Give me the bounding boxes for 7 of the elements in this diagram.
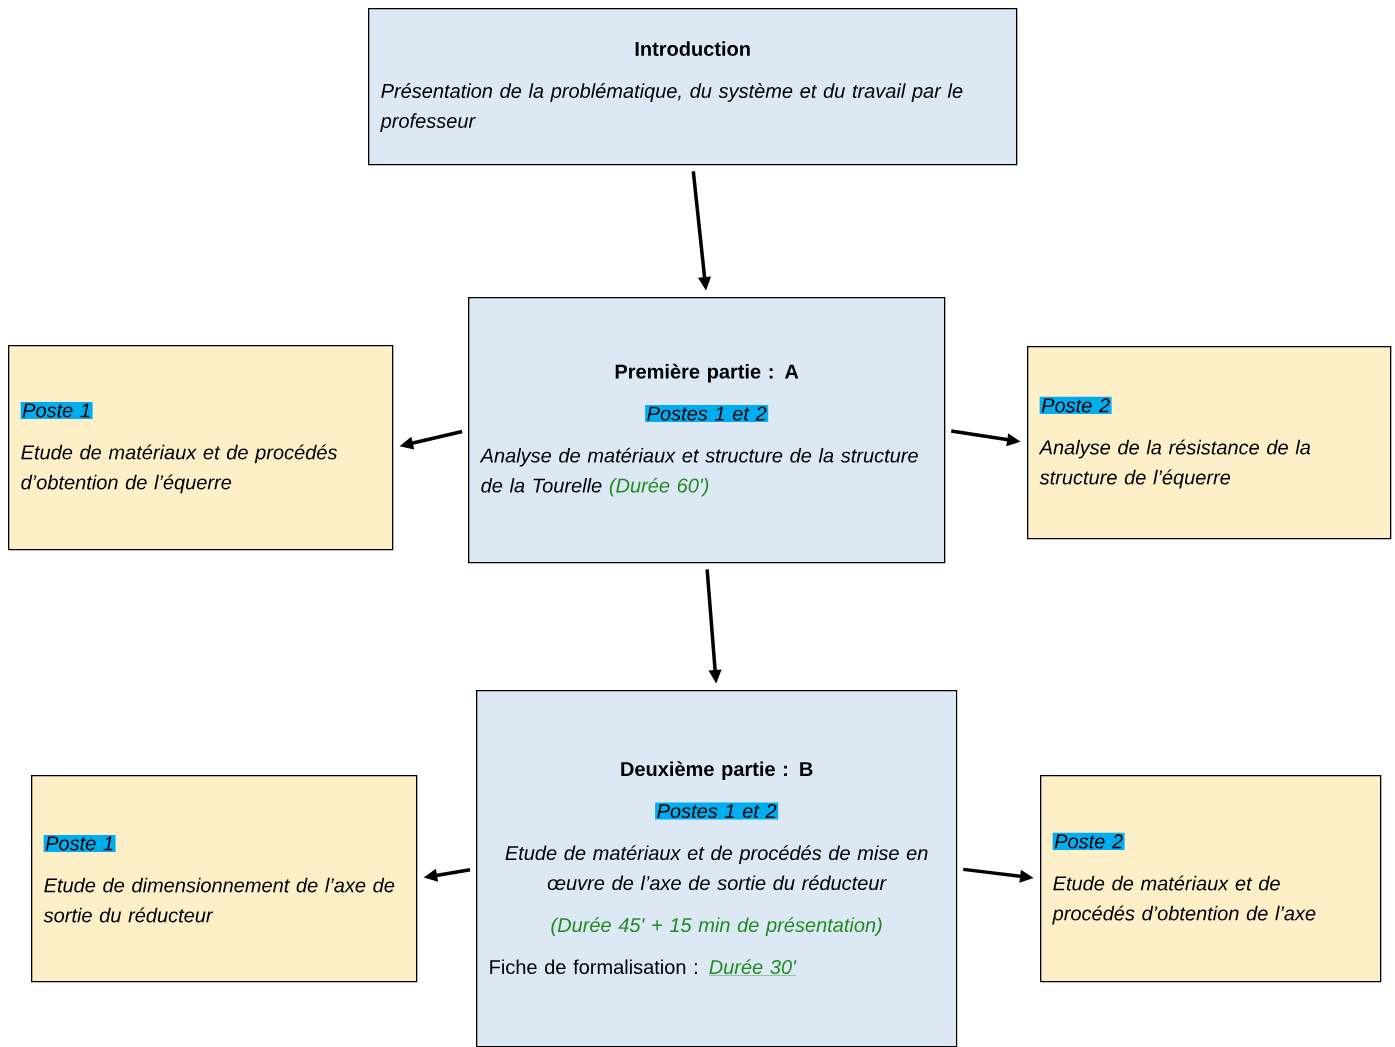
station-box: Poste 1 Etude de matériaux et de procédés d’obtention de l’équerre: [8, 345, 394, 551]
phase-box: Introduction Présentation de la problématique, du système et du travail par le professeur: [368, 8, 1018, 166]
station-box: Poste 2 Etude de matériaux et de procédés d’obtention de l’axe: [1040, 775, 1382, 983]
phase-box: Deuxième partie : B Postes 1 et 2 Etude de matériaux et de procédés de mise en œuvre de l’axe de sortie du réducteur (Durée 45' + 15 min de présentation) Fiche de formalisation : Durée 30': [476, 690, 958, 1047]
station-box: Poste 1 Etude de dimensionnement de l’axe de sortie du réducteur: [31, 775, 418, 983]
station-box: Poste 2 Analyse de la résistance de la structure de l’équerre: [1027, 346, 1392, 540]
phase-box: Première partie : A Postes 1 et 2 Analyse de matériaux et structure de la structure de la Tourelle (Durée 60'): [468, 297, 946, 564]
